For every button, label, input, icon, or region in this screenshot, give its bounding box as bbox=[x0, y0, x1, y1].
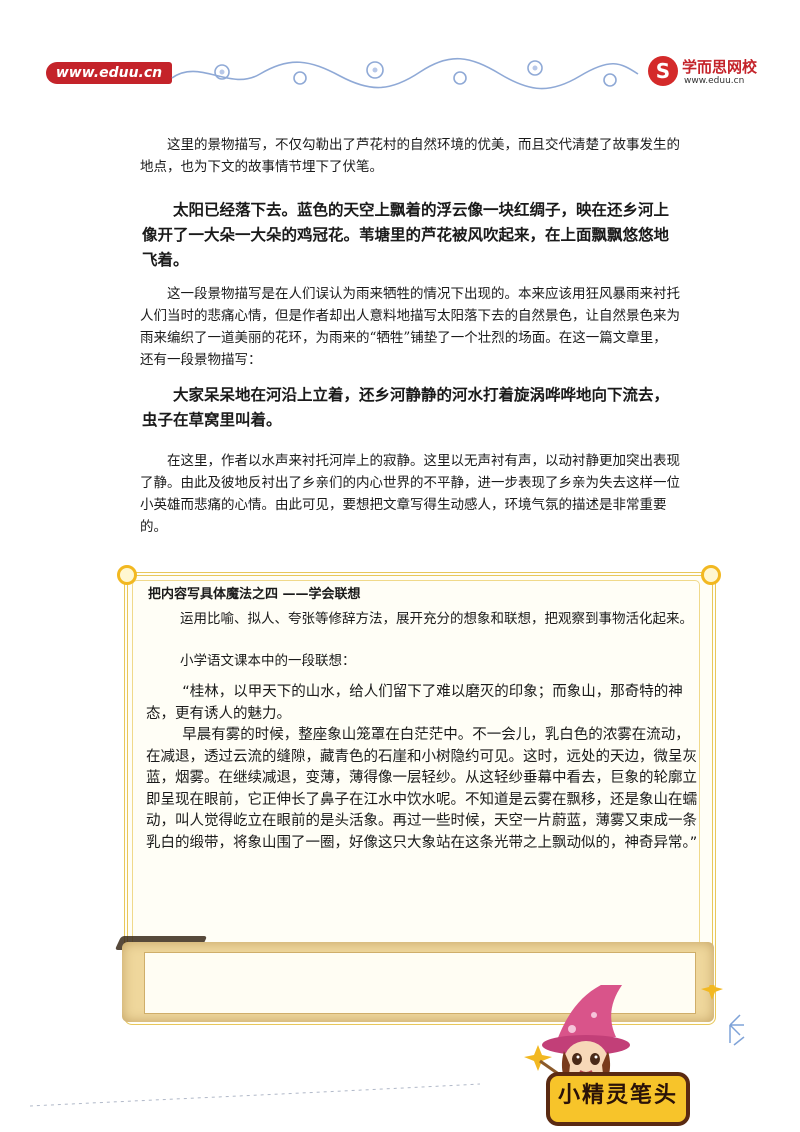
paragraph-3: 在这里，作者以水声来衬托河岸上的寂静。这里以无声衬有声，以动衬静更加突出表现了静… bbox=[140, 453, 680, 535]
quote-1: 太阳已经落下去。蓝色的天空上飘着的浮云像一块红绸子，映在还乡河上像开了一大朵一大… bbox=[142, 201, 670, 269]
frame-corner-icon bbox=[701, 565, 721, 585]
magic-tip-title: 把内容写具体魔法之四 ——学会联想 bbox=[148, 587, 361, 602]
paragraph-1: 这里的景物描写，不仅勾勒出了芦花村的自然环境的优美，而且交代清楚了故事发生的地点… bbox=[140, 137, 680, 175]
magic-tip-subtitle: 运用比喻、拟人、夸张等修辞方法，展开充分的想象和联想，把观察到事物活化起来。 bbox=[180, 611, 693, 627]
quote-2: 大家呆呆地在河沿上立着，还乡河静静的河水打着旋涡哗哗地向下流去，虫子在草窝里叫着… bbox=[142, 386, 670, 429]
pen-elf-badge: 小精灵笔头 bbox=[546, 1072, 690, 1126]
paragraph-2: 这一段景物描写是在人们误认为雨来牺牲的情况下出现的。本来应该用狂风暴雨来衬托人们… bbox=[140, 286, 680, 368]
eduu-url-logo[interactable]: www.eduu.cn bbox=[46, 62, 172, 84]
magic-tip-text-1: “桂林，以甲天下的山水，给人们留下了难以磨灭的印象；而象山，那奇特的神态，更有诱… bbox=[146, 684, 683, 722]
xueersi-name: 学而思网校 bbox=[682, 58, 758, 76]
xueersi-url: www.eduu.cn bbox=[684, 76, 745, 86]
xueersi-logo[interactable]: S 学而思网校 www.eduu.cn bbox=[648, 54, 768, 94]
xueersi-s-icon: S bbox=[648, 56, 678, 86]
magic-tip-lead: 小学语文课本中的一段联想： bbox=[180, 653, 356, 669]
magic-tip-text-2: 早晨有雾的时候，整座象山笼罩在白茫茫中。不一会儿，乳白色的浓雾在流动，在减退，透… bbox=[146, 727, 698, 851]
frame-corner-icon bbox=[117, 565, 137, 585]
decorative-dash-icon bbox=[30, 1083, 480, 1107]
decorative-swirl-icon bbox=[171, 57, 639, 90]
page-header: www.eduu.cn S 学而思网校 www.eduu.cn bbox=[0, 0, 800, 110]
